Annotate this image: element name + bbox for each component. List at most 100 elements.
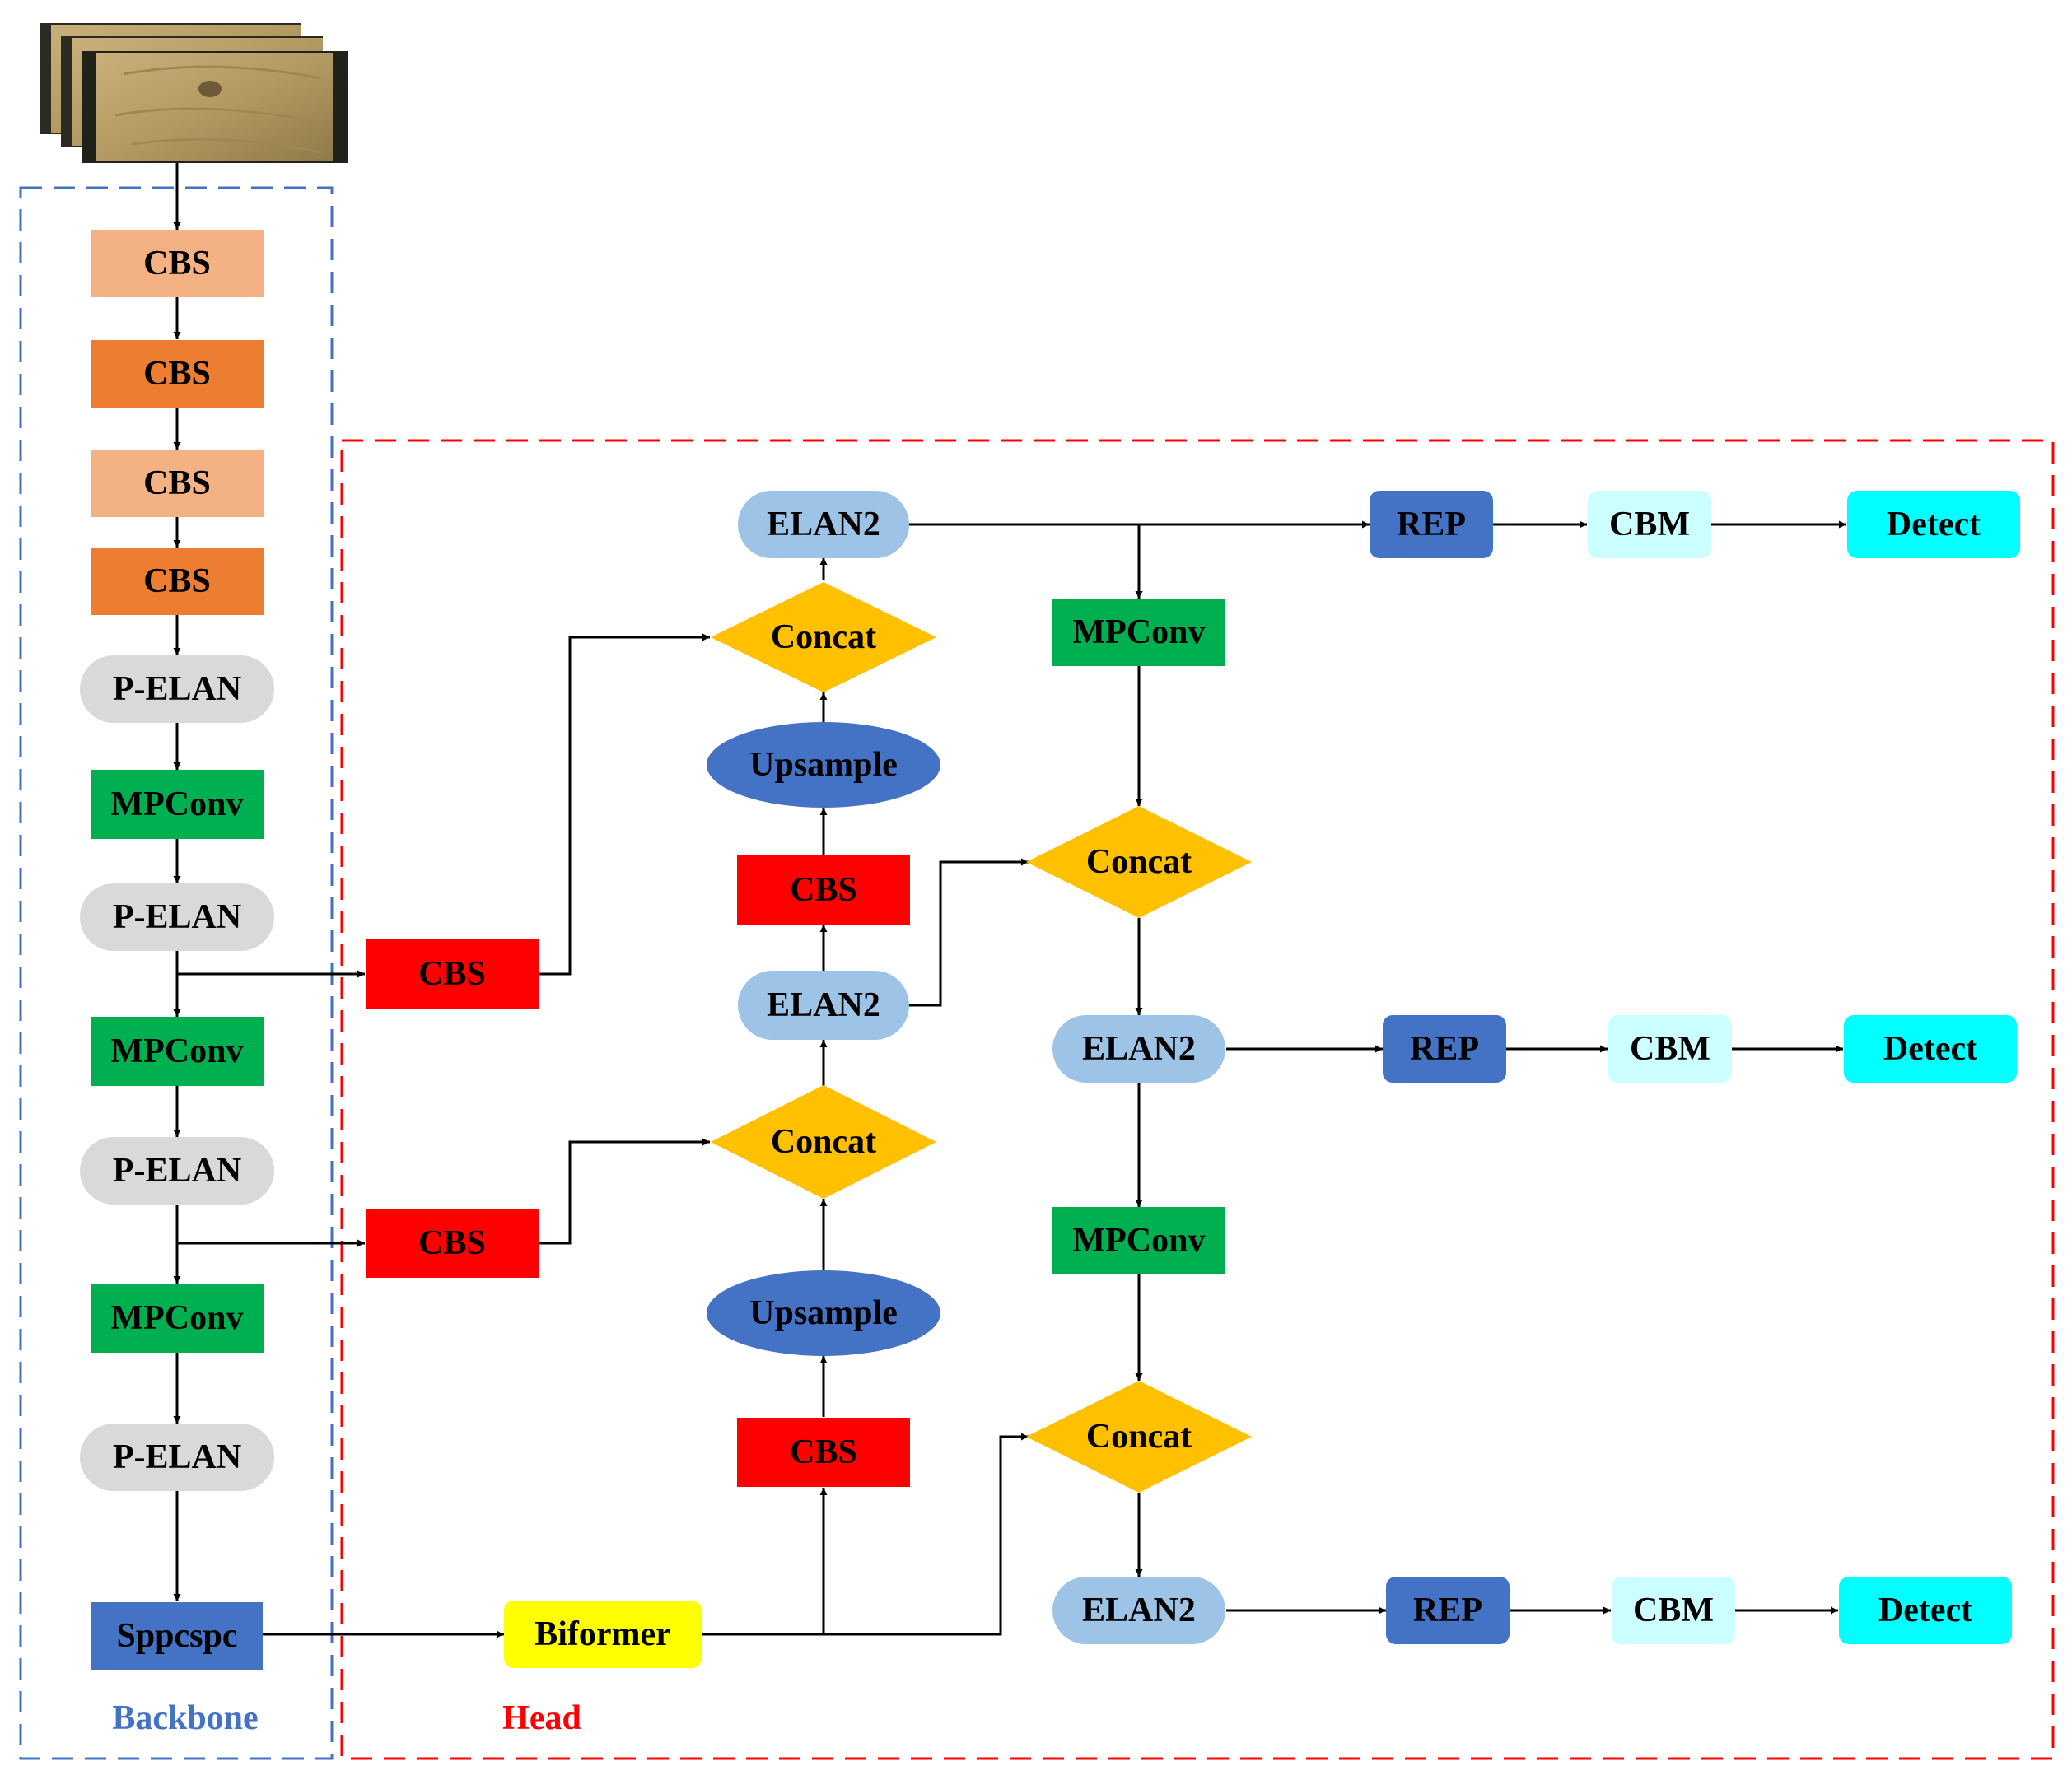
node-label: Concat: [1086, 1418, 1192, 1456]
node-label: CBM: [1630, 1030, 1710, 1068]
node-label: Detect: [1887, 506, 1981, 543]
node-label: CBS: [143, 464, 211, 502]
node-shape: [711, 582, 936, 692]
node-label: MPConv: [1073, 613, 1206, 651]
nodes: CBSCBSCBSCBSP-ELANMPConvP-ELANMPConvP-EL…: [80, 230, 2020, 1670]
node-b-mpconv1: MPConv: [91, 770, 264, 839]
node-shape: [1052, 1577, 1225, 1644]
node-shape: [366, 939, 539, 1009]
node-label: CBS: [790, 871, 857, 909]
node-label: Concat: [771, 1123, 876, 1161]
node-label: MPConv: [111, 785, 244, 823]
node-label: Concat: [771, 618, 876, 656]
head-label: Head: [502, 1699, 581, 1737]
node-h-cbs-c: CBS: [737, 1418, 910, 1487]
node-h-concat1: Concat: [711, 1085, 936, 1199]
node-shape: [1844, 1015, 2017, 1083]
node-shape: [1386, 1577, 1510, 1644]
node-cbm2: CBM: [1608, 1015, 1732, 1083]
node-label: REP: [1410, 1030, 1479, 1068]
node-cbm3: CBM: [1612, 1577, 1735, 1644]
node-b-cbs1: CBS: [91, 230, 264, 297]
node-label: CBS: [143, 355, 211, 393]
node-h-concat4: Concat: [1026, 1381, 1252, 1493]
node-label: P-ELAN: [113, 670, 241, 708]
node-label: P-ELAN: [113, 1152, 241, 1190]
input-image-stack: [40, 23, 348, 163]
node-shape: [91, 1284, 264, 1353]
node-shape: [707, 722, 940, 808]
node-shape: [91, 340, 264, 408]
node-shape: [1383, 1015, 1506, 1083]
node-shape: [80, 655, 274, 723]
edge-biformer-concat4: [824, 1433, 1029, 1636]
node-label: ELAN2: [1082, 1030, 1196, 1068]
node-shape: [91, 548, 264, 615]
node-shape: [80, 1137, 274, 1205]
node-b-pelan1: P-ELAN: [80, 655, 274, 723]
node-detect3: Detect: [1839, 1577, 2012, 1644]
node-b-sppcspc: Sppcspc: [91, 1602, 263, 1670]
node-h-cbs-a: CBS: [366, 939, 539, 1009]
node-label: MPConv: [1073, 1222, 1206, 1260]
node-shape: [1608, 1015, 1732, 1083]
node-shape: [1026, 1381, 1252, 1493]
node-label: Concat: [1086, 843, 1192, 881]
node-h-elan2-b: ELAN2: [738, 491, 909, 558]
wood-grain: [114, 65, 326, 154]
connectors: [173, 163, 1846, 1638]
node-label: Upsample: [749, 1294, 898, 1332]
node-shape: [1026, 806, 1252, 918]
node-h-upsample2: Upsample: [707, 722, 940, 808]
node-label: Detect: [1883, 1030, 1977, 1068]
node-label: MPConv: [111, 1032, 244, 1070]
node-shape: [366, 1209, 539, 1278]
node-label: ELAN2: [767, 506, 880, 543]
edge-elan2-a-concat3: [908, 858, 1029, 1007]
node-shape: [1052, 1207, 1225, 1274]
node-label: ELAN2: [767, 986, 880, 1024]
node-b-pelan3: P-ELAN: [80, 1137, 274, 1205]
node-cbm1: CBM: [1588, 491, 1711, 558]
node-shape: [91, 1017, 264, 1086]
node-label: CBS: [143, 562, 211, 600]
node-shape: [1847, 491, 2020, 558]
node-h-concat2: Concat: [711, 582, 936, 692]
node-shape: [738, 491, 909, 558]
node-label: Detect: [1878, 1591, 1972, 1629]
node-shape: [91, 770, 264, 839]
node-label: P-ELAN: [113, 898, 241, 936]
node-shape: [1370, 491, 1493, 558]
node-shape: [738, 971, 909, 1040]
node-shape: [737, 1418, 910, 1487]
node-b-mpconv3: MPConv: [91, 1284, 264, 1353]
node-b-cbs2: CBS: [91, 340, 264, 408]
node-shape: [1052, 599, 1225, 666]
input-image-front: [96, 53, 333, 161]
node-label: CBS: [418, 1224, 486, 1262]
node-h-mpconv-a: MPConv: [1052, 599, 1225, 666]
node-b-pelan4: P-ELAN: [80, 1424, 274, 1491]
node-label: Upsample: [749, 746, 898, 784]
node-shape: [707, 1270, 940, 1356]
node-shape: [737, 855, 910, 925]
node-detect2: Detect: [1844, 1015, 2017, 1083]
node-shape: [1839, 1577, 2012, 1644]
node-label: CBS: [418, 955, 486, 993]
node-rep3: REP: [1386, 1577, 1510, 1644]
node-label: REP: [1413, 1591, 1482, 1629]
node-shape: [91, 230, 264, 297]
edge-biformer-cbs-c: [702, 1488, 828, 1636]
node-shape: [504, 1601, 702, 1668]
node-b-pelan2: P-ELAN: [80, 883, 274, 951]
node-shape: [80, 1424, 274, 1491]
node-h-biformer: Biformer: [504, 1601, 702, 1668]
node-h-upsample1: Upsample: [707, 1270, 940, 1356]
node-label: Biformer: [534, 1615, 671, 1653]
node-rep1: REP: [1370, 491, 1493, 558]
node-shape: [711, 1085, 936, 1199]
node-h-cbs-d: CBS: [737, 855, 910, 925]
node-h-elan2-c: ELAN2: [1052, 1015, 1225, 1083]
node-shape: [1612, 1577, 1735, 1644]
node-h-concat3: Concat: [1026, 806, 1252, 918]
